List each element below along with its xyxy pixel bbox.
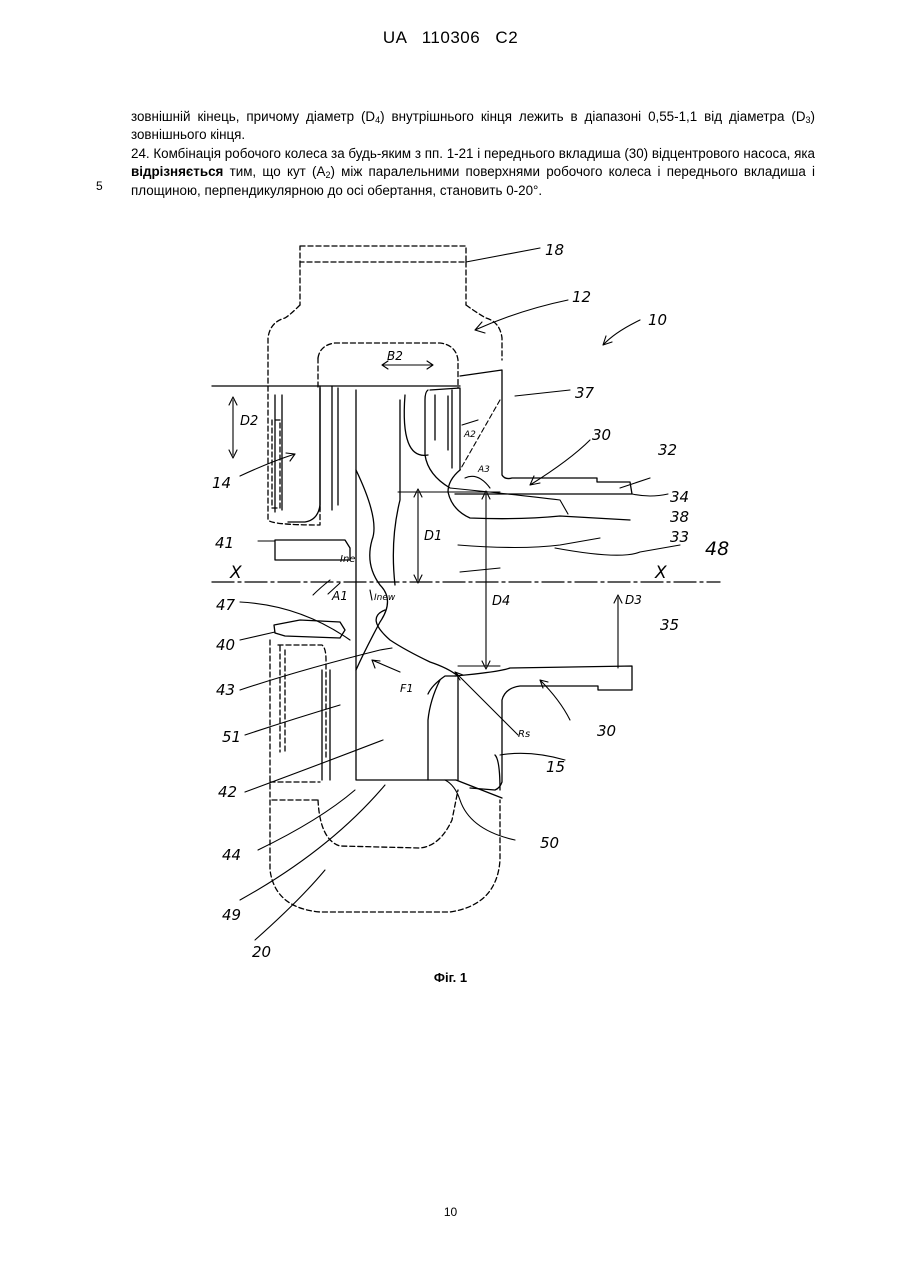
label-37: 37 bbox=[575, 384, 595, 402]
label-A3: A3 bbox=[477, 465, 490, 475]
label-48: 48 bbox=[705, 538, 729, 560]
label-50: 50 bbox=[540, 834, 559, 852]
label-D1: D1 bbox=[424, 529, 442, 544]
label-40: 40 bbox=[216, 636, 235, 654]
label-44: 44 bbox=[222, 846, 241, 864]
label-A1: A1 bbox=[331, 589, 348, 603]
label-Rs: Rs bbox=[518, 729, 530, 740]
label-38: 38 bbox=[670, 508, 689, 526]
page-number: 10 bbox=[0, 1205, 901, 1219]
label-axis-x-right: X bbox=[654, 563, 667, 583]
label-41: 41 bbox=[215, 534, 234, 552]
label-43: 43 bbox=[216, 681, 235, 699]
label-D2: D2 bbox=[240, 414, 258, 429]
label-B2: B2 bbox=[387, 349, 403, 363]
figure-caption: Фіг. 1 bbox=[0, 970, 901, 985]
label-32: 32 bbox=[658, 441, 677, 459]
label-D3: D3 bbox=[625, 593, 642, 607]
label-30-bottom: 30 bbox=[597, 722, 616, 740]
label-Inew: Inew bbox=[374, 593, 396, 603]
leader-lines bbox=[240, 248, 680, 940]
label-A2: A2 bbox=[463, 430, 476, 440]
label-14: 14 bbox=[212, 474, 231, 492]
flow-curves bbox=[356, 395, 630, 780]
label-34: 34 bbox=[670, 488, 689, 506]
label-30-top: 30 bbox=[592, 426, 611, 444]
label-10: 10 bbox=[648, 311, 667, 329]
label-18: 18 bbox=[545, 241, 564, 259]
label-35: 35 bbox=[660, 616, 679, 634]
label-F1: F1 bbox=[400, 682, 413, 695]
label-33: 33 bbox=[670, 528, 689, 546]
label-axis-x-left: X bbox=[229, 563, 242, 583]
label-D4: D4 bbox=[492, 594, 510, 609]
label-42: 42 bbox=[218, 783, 237, 801]
label-47: 47 bbox=[216, 596, 236, 614]
label-12: 12 bbox=[572, 288, 591, 306]
label-49: 49 bbox=[222, 906, 241, 924]
label-15: 15 bbox=[546, 758, 565, 776]
label-20: 20 bbox=[252, 943, 271, 961]
label-Ine: Ine bbox=[340, 554, 355, 565]
dashed-casing bbox=[268, 246, 502, 912]
label-51: 51 bbox=[222, 728, 241, 746]
